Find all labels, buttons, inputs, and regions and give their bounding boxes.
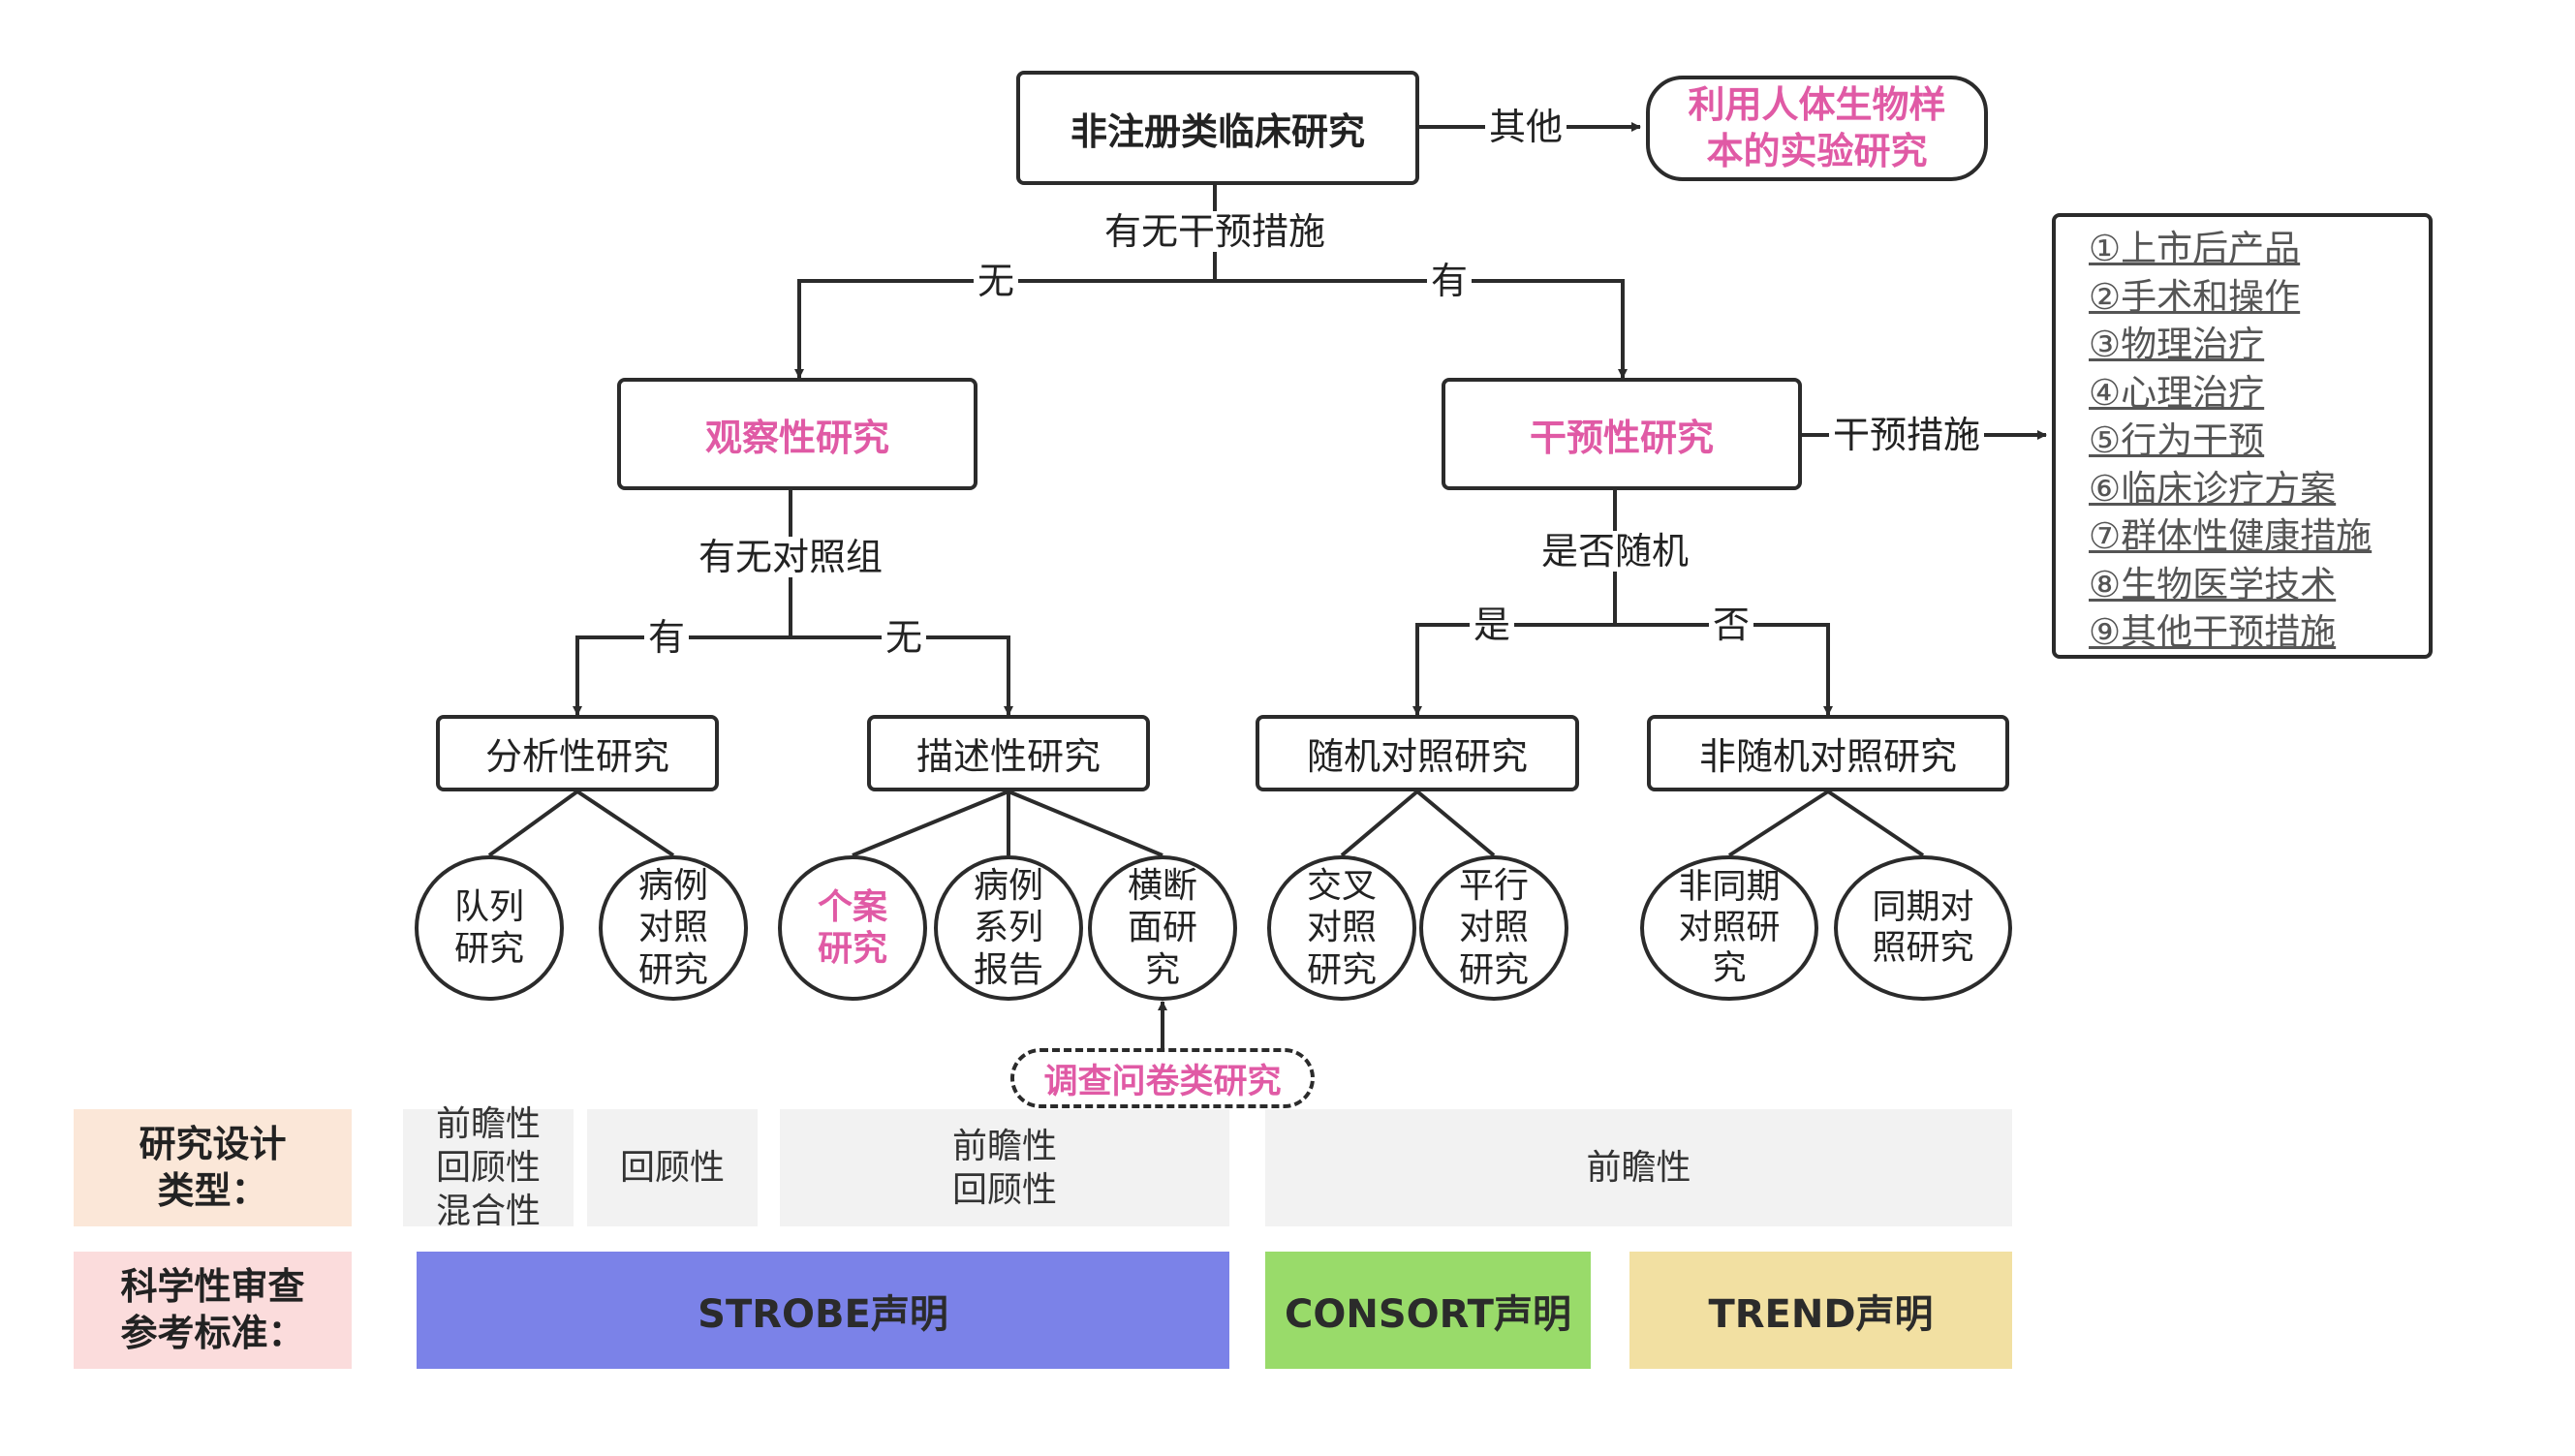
leaf-crossover: 交叉 对照 研究	[1267, 855, 1416, 1001]
design-case-control: 回顾性	[587, 1109, 758, 1226]
edge-label-other: 其他	[1484, 107, 1567, 147]
edge-label-not-randomized: 否	[1708, 604, 1754, 645]
intervention-item: ⑤行为干预	[2089, 419, 2265, 461]
node-non-rct: 非随机对照研究	[1647, 715, 2009, 791]
edge-label-has-intervention: 有	[1426, 261, 1473, 301]
strobe-statement: STROBE声明	[417, 1252, 1229, 1369]
edge-rct-parallel	[1415, 790, 1496, 857]
edge-root-split	[797, 279, 1625, 378]
intervention-item: ②手术和操作	[2089, 275, 2301, 318]
leaf-cross-sectional: 横断 面研 究	[1088, 855, 1237, 1001]
design-interventional: 前瞻性	[1265, 1109, 2012, 1226]
edge-label-interventions: 干预措施	[1828, 415, 1985, 455]
edge-label-control-question: 有无对照组	[694, 537, 887, 577]
node-descriptive: 描述性研究	[867, 715, 1150, 791]
trend-statement: TREND声明	[1629, 1252, 2012, 1369]
edge-label-no-intervention: 无	[973, 261, 1019, 301]
edge-analytical-case-control	[575, 790, 675, 857]
edge-label-randomized: 是	[1469, 604, 1515, 645]
leaf-parallel: 平行 对照 研究	[1419, 855, 1568, 1001]
edge-label-has-control: 有	[643, 617, 690, 658]
leaf-case-series: 病例 系列 报告	[934, 855, 1083, 1001]
edge-descriptive-cross-sectional	[1008, 790, 1163, 857]
edge-nonrct-non-concurrent	[1727, 790, 1830, 857]
leaf-case-report: 个案 研究	[778, 855, 927, 1001]
node-interventional: 干预性研究	[1442, 378, 1802, 490]
edge-analytical-cohort	[487, 790, 579, 857]
edge-rct-crossover	[1340, 790, 1419, 857]
edge-interventional-split	[1415, 623, 1830, 715]
edge-label-random-question: 是否随机	[1536, 531, 1693, 572]
design-analytical: 前瞻性 回顾性 混合性	[403, 1104, 574, 1231]
node-observational: 观察性研究	[617, 378, 977, 490]
design-type-header: 研究设计 类型：	[74, 1109, 352, 1226]
node-survey: 调查问卷类研究	[1010, 1048, 1315, 1108]
intervention-item: ④心理治疗	[2089, 371, 2265, 414]
node-root: 非注册类临床研究	[1016, 71, 1419, 185]
intervention-item: ⑦群体性健康措施	[2089, 515, 2373, 557]
design-descriptive: 前瞻性 回顾性	[780, 1109, 1229, 1226]
intervention-list: ①上市后产品 ②手术和操作 ③物理治疗 ④心理治疗 ⑤行为干预 ⑥临床诊疗方案 …	[2052, 213, 2433, 659]
edge-observational-split	[575, 635, 1010, 715]
intervention-item: ③物理治疗	[2089, 324, 2265, 365]
intervention-item: ⑧生物医学技术	[2089, 563, 2337, 605]
intervention-item: ⑨其他干预措施	[2089, 611, 2337, 653]
node-biosample-experiment: 利用人体生物样 本的实验研究	[1646, 76, 1988, 181]
edge-descriptive-case-report	[852, 790, 1009, 857]
leaf-case-control: 病例 对照 研究	[599, 855, 748, 1001]
edge-label-intervention-question: 有无干预措施	[1100, 211, 1330, 252]
intervention-item: ⑥临床诊疗方案	[2089, 467, 2337, 510]
leaf-cohort: 队列 研究	[415, 855, 564, 1001]
standard-header: 科学性审查 参考标准：	[74, 1252, 352, 1369]
edge-label-no-control: 无	[881, 617, 927, 658]
leaf-concurrent: 同期对 照研究	[1834, 855, 2012, 1001]
node-analytical: 分析性研究	[436, 715, 719, 791]
edge-nonrct-concurrent	[1826, 790, 1925, 857]
consort-statement: CONSORT声明	[1265, 1252, 1591, 1369]
leaf-non-concurrent: 非同期 对照研 究	[1640, 855, 1818, 1001]
intervention-item: ①上市后产品	[2089, 228, 2301, 269]
node-rct: 随机对照研究	[1256, 715, 1579, 791]
